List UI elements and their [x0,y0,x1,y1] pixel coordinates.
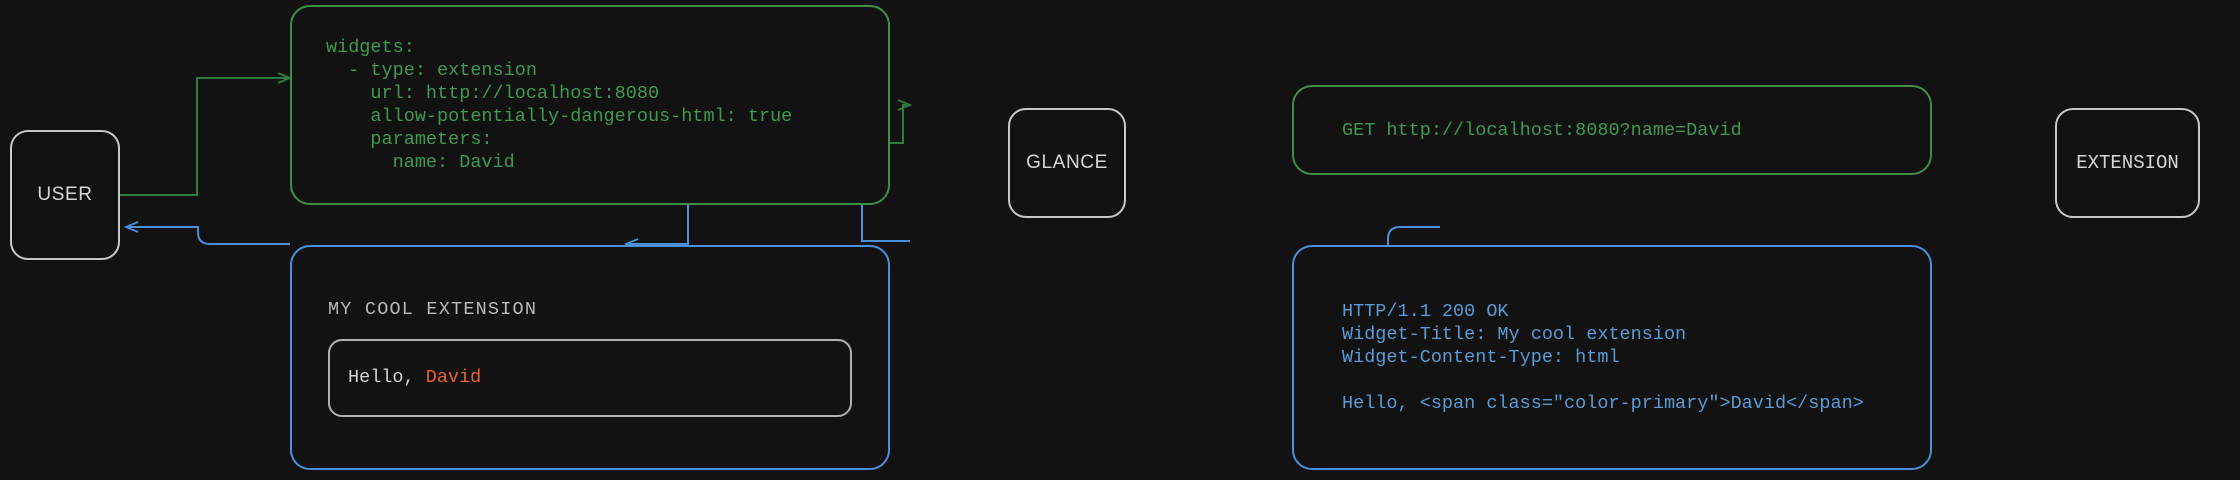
config-card-text: widgets: - type: extension url: http://l… [326,37,793,173]
node-extension[interactable]: EXTENSION [2055,108,2200,218]
widget-greeting-prefix: Hello, [348,367,426,388]
node-extension-label: EXTENSION [2076,152,2179,174]
node-user[interactable]: USER [10,130,120,260]
config-card: widgets: - type: extension url: http://l… [290,5,890,205]
widget-preview-card: MY COOL EXTENSION Hello, David [290,245,890,470]
request-card: GET http://localhost:8080?name=David [1292,85,1932,175]
widget-preview-inner: MY COOL EXTENSION Hello, David [292,299,888,417]
widget-preview-body: Hello, David [328,338,852,417]
edge-user-to-config [120,72,293,196]
node-user-label: USER [37,184,93,205]
edge-widget-to-user [123,221,290,245]
response-card: HTTP/1.1 200 OK Widget-Title: My cool ex… [1292,245,1932,470]
edge-extension-to-response [1349,226,1440,309]
request-card-text: GET http://localhost:8080?name=David [1342,119,1742,141]
response-card-text: HTTP/1.1 200 OK Widget-Title: My cool ex… [1342,301,1864,414]
node-glance-label: GLANCE [1026,152,1108,173]
widget-preview-title: MY COOL EXTENSION [328,298,538,320]
widget-greeting-name: David [425,367,482,388]
node-glance[interactable]: GLANCE [1008,108,1126,218]
